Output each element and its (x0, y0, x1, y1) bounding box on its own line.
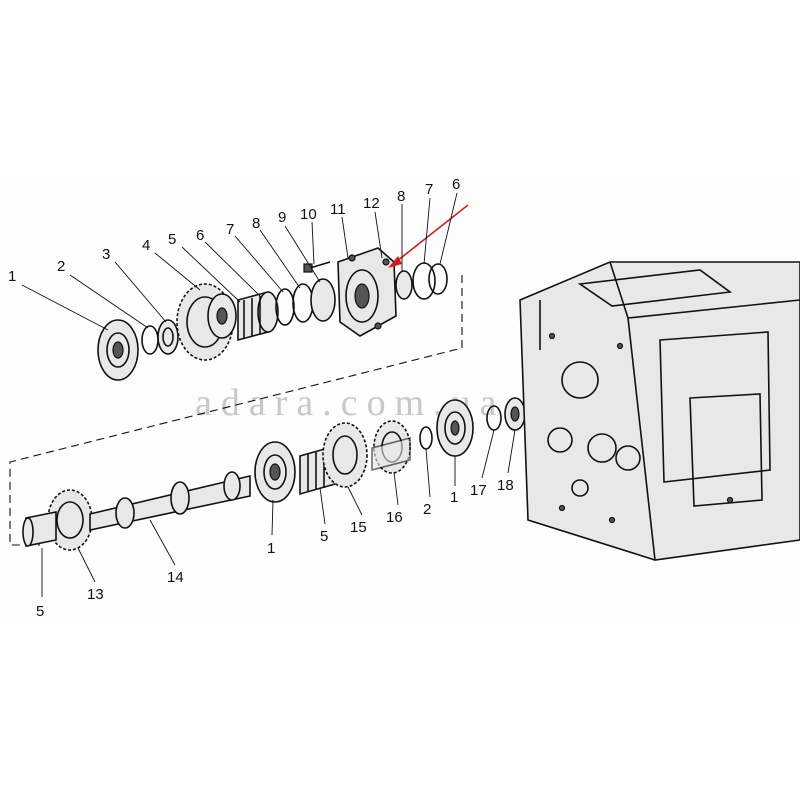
part-bearing-right (436, 399, 474, 457)
upper-shaft-assembly (97, 247, 448, 381)
callout-lower-14: 14 (167, 569, 184, 586)
part-bearing-18 (504, 397, 526, 431)
gearbox-housing (519, 261, 800, 561)
callout-lower-17: 17 (470, 482, 487, 499)
part-shaft-14 (89, 471, 251, 531)
callout-lower-15: 15 (350, 519, 367, 536)
lower-shaft-assembly (22, 397, 526, 551)
callout-lower-5-left: 5 (36, 603, 44, 620)
callout-lower-5: 5 (320, 528, 328, 545)
callout-upper-8b: 8 (397, 188, 405, 205)
part-bushing (157, 319, 179, 355)
callout-upper-11: 11 (330, 201, 346, 218)
part-gear-16 (371, 420, 411, 474)
part-large-gear (176, 283, 237, 361)
callout-lower-2: 2 (423, 501, 431, 518)
part-housing (337, 247, 397, 337)
callout-upper-10: 10 (300, 206, 317, 223)
callouts-lower: 1 17 18 2 16 15 5 1 14 13 5 (36, 477, 514, 620)
callout-upper-9: 9 (278, 209, 286, 226)
callout-upper-7: 7 (226, 221, 234, 238)
callouts-upper: 1 2 3 4 5 6 7 8 9 10 11 12 8 7 6 (8, 176, 460, 285)
callout-upper-4: 4 (142, 237, 150, 254)
dashed-guide-upper (9, 275, 463, 546)
callout-upper-7b: 7 (425, 181, 433, 198)
callout-lower-1-right: 1 (450, 489, 458, 506)
part-bearing-upper (97, 319, 139, 381)
callout-lower-16: 16 (386, 509, 403, 526)
callout-upper-5: 5 (168, 231, 176, 248)
callout-lower-1: 1 (267, 540, 275, 557)
callout-upper-12: 12 (363, 195, 380, 212)
part-seal-9 (310, 278, 336, 322)
part-bolt (303, 261, 331, 273)
callout-lower-18: 18 (497, 477, 514, 494)
callout-upper-8: 8 (252, 215, 260, 232)
callout-lower-13: 13 (87, 586, 104, 603)
callout-upper-2: 2 (57, 258, 65, 275)
part-splined-hub (237, 290, 279, 342)
red-pointer-arrowhead (388, 256, 402, 268)
callout-upper-3: 3 (102, 246, 110, 263)
part-gear-15 (322, 422, 368, 488)
leader-lines (21, 192, 516, 597)
red-pointer-arrow (391, 204, 469, 266)
part-bearing-lower (254, 441, 296, 503)
callout-upper-6: 6 (196, 227, 204, 244)
part-ring-8-right (395, 270, 413, 300)
part-ring-6-right (428, 263, 448, 295)
callout-upper-1: 1 (8, 268, 16, 285)
callout-upper-6b: 6 (452, 176, 460, 193)
